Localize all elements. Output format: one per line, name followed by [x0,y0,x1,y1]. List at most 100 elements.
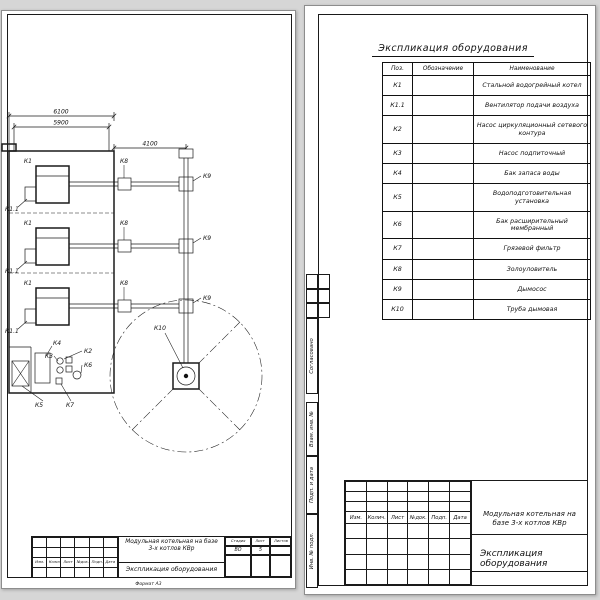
sheet-value: 5 [251,546,270,555]
stage-label: Стадия [225,537,251,546]
right-title-block: Изм. Колич. Лист №док. Подп. Дата Модуль… [344,480,588,586]
plan-drawing: 6100 5900 4100 [1,109,263,453]
water-tank [11,360,30,387]
sheets-value [270,546,291,555]
k9-label: К9 [203,295,211,302]
pos-cell: К1.1 [382,95,413,117]
valve [65,365,73,373]
rev-header: Дата [449,511,471,524]
auxiliary-equipment: К4 К3 К2 К6 К5 К7 [9,340,92,409]
stamp-podp-data: Подп. и дата [306,456,318,514]
table-row: К8 Золоуловитель [382,258,591,280]
rev-header: Дата [105,560,116,565]
flue-duct-3: К8 К9 [69,280,211,314]
right-specification-sheet: Согласовано Взам. инв. № Подп. и дата Ин… [304,5,596,595]
table-row: К7 Грязевой фильтр [382,238,591,260]
name-cell: Насос циркуляционный сетевого контура [473,115,591,144]
pos-cell: К3 [382,142,413,165]
pos-cell: К5 [382,183,413,212]
dim-6100-label: 6100 [53,109,68,116]
ash-catcher-1 [117,177,132,191]
flue-collector [178,148,194,363]
pump [56,366,64,374]
name-cell: Бак расширительный мембранный [473,210,591,240]
designation-cell [412,258,474,280]
table-row: К3 Насос подпиточный [382,142,591,165]
table-row: К1 Стальной водогрейный котел [382,74,591,97]
stage-grid: Стадия Лист Листов ВО 5 [225,537,291,577]
left-drawing-sheet: 6100 5900 4100 [1,10,296,589]
chimney: К10 [109,299,263,453]
name-cell: Бак запаса воды [473,163,591,185]
table-row: К1.1 Вентилятор подачи воздуха [382,95,591,117]
name-cell: Труба дымовая [473,299,591,321]
k1-1-label: К1.1 [5,206,19,213]
revision-header-row: Изм. Колич. Лист №док. Подп. Дата [31,557,119,568]
stamp-soglasovano: Согласовано [306,318,318,394]
sheet-title: Экспликация оборудования [119,562,224,577]
name-cell: Вентилятор подачи воздуха [473,95,591,117]
dim-4100-label: 4100 [142,141,157,148]
table-row: К4 Бак запаса воды [382,163,591,185]
flue-duct-2: К8 К9 [69,220,211,254]
boiler-house-outline [1,143,115,394]
k4-label: К4 [53,340,61,347]
rev-header: Подп. [428,511,451,524]
sheets-label: Листов [270,537,291,546]
table-row: К9 Дымосос [382,278,591,301]
designation-cell [412,95,474,117]
dimension-5900: 5900 [11,120,112,151]
pos-header: Поз. [382,62,413,76]
designation-cell [412,278,474,301]
name-cell: Насос подпиточный [473,142,591,165]
k1-1-label: К1.1 [5,268,19,275]
sheet-title: Экспликация оборудования [472,535,587,585]
designation-cell [412,183,474,212]
boiler-2: К1 К1.1 [5,220,70,275]
storage-tank [34,352,51,384]
name-cell: Стальной водогрейный котел [473,74,591,97]
designation-cell [412,142,474,165]
equipment-table: Поз. Обозначение Наименование К1 Стально… [382,62,591,321]
ash-catcher-3 [117,299,132,313]
boiler-3: К1 К1.1 [5,280,70,335]
k9-label: К9 [203,173,211,180]
rev-header: Подп. [91,560,103,565]
stage-value: ВО [225,546,251,555]
pos-cell: К1 [382,74,413,97]
rev-header: Колич. [365,511,388,524]
designation-cell [412,115,474,144]
table-row: К5 Водоподготовительная установка [382,183,591,212]
table-row: К6 Бак расширительный мембранный [382,210,591,240]
k2-label: К2 [84,348,92,355]
left-title-block: Изм. Колич. Лист №док. Подп. Дата Модуль… [31,536,292,578]
guy-wire-circle [109,299,263,453]
name-cell: Водоподготовительная установка [473,183,591,212]
rev-header: Изм. [35,560,44,565]
k1-1-label: К1.1 [5,328,19,335]
k1-label: К1 [24,158,32,165]
specification-title: Экспликация оборудования [318,36,588,57]
k1-label: К1 [24,220,32,227]
rev-header: Лист [63,560,73,565]
pos-cell: К2 [382,115,413,144]
designation-cell [412,163,474,185]
dimension-4100: 4100 [111,141,189,155]
designation-cell [412,299,474,321]
revision-grid: Изм. Колич. Лист №док. Подп. Дата [345,481,471,586]
name-cell: Золоуловитель [473,258,591,280]
revision-grid: Изм. Колич. Лист №док. Подп. Дата [31,537,119,578]
rev-header: Колич. [49,560,61,565]
dim-5900-label: 5900 [53,120,68,127]
smoke-exhauster-1 [178,176,194,192]
title-block-center: Модульная котельная на базе 3-х котлов К… [471,481,587,585]
k8-label: К8 [120,280,128,287]
name-header: Наименование [473,62,591,76]
table-row: К10 Труба дымовая [382,299,591,321]
k9-label: К9 [203,235,211,242]
table-row: К2 Насос циркуляционный сетевого контура [382,115,591,144]
pos-cell: К4 [382,163,413,185]
k5-label: К5 [35,402,43,409]
pos-cell: К10 [382,299,413,321]
title-block-center: Модульная котельная на базе 3-х котлов К… [118,537,225,577]
